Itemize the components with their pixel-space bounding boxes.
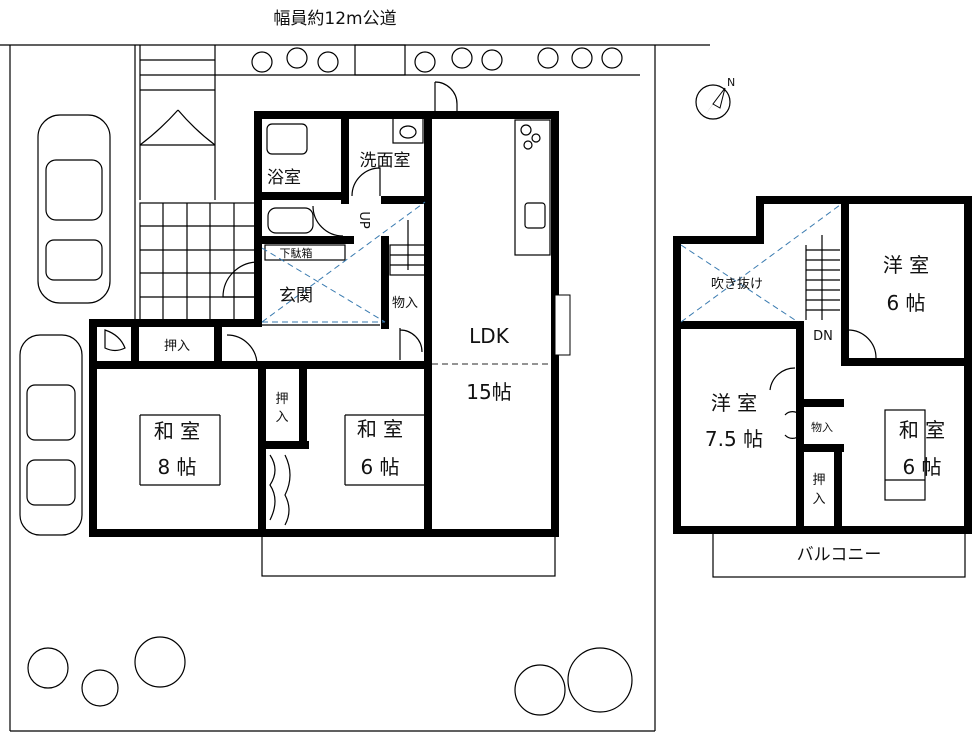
second-floor-fixtures	[712, 235, 966, 578]
first-floor-void-lines	[261, 201, 426, 323]
japanese-room-6-size: 6 帖	[360, 455, 399, 479]
lot-boundary	[0, 44, 710, 732]
storage-label: 物入	[392, 296, 418, 311]
entrance-label: 玄関	[279, 286, 313, 306]
closet-label: 入	[812, 492, 825, 507]
approach-stairs	[134, 45, 216, 320]
hedge-trees	[215, 44, 640, 76]
compass-north-label: N	[727, 76, 735, 89]
ldk-size-label: 15帖	[466, 380, 511, 404]
second-floor-walls	[673, 196, 972, 534]
closet-label: 入	[275, 410, 288, 425]
japanese-room-6-label: 和 室	[357, 417, 403, 441]
entrance-tiles	[139, 202, 259, 321]
western-room-6-size: 6 帖	[886, 291, 925, 315]
japanese-room-6-2f-label: 和 室	[899, 418, 945, 442]
western-room-75-size: 7.5 帖	[705, 427, 763, 451]
void-label: 吹き抜け	[711, 276, 763, 292]
washroom-label: 洗面室	[360, 151, 411, 171]
japanese-room-6-2f-size: 6 帖	[902, 455, 941, 479]
japanese-room-8-size: 8 帖	[157, 455, 196, 479]
down-label: DN	[813, 329, 833, 344]
ldk-label: LDK	[469, 324, 510, 348]
western-room-6-label: 洋 室	[883, 253, 929, 277]
up-label: UP	[356, 211, 371, 229]
storage-label: 物入	[811, 420, 833, 434]
balcony-label: バルコニー	[797, 545, 882, 565]
car-icon	[19, 334, 83, 536]
bath-label: 浴室	[267, 168, 301, 188]
closet-label: 押	[812, 473, 825, 488]
closet-label: 押	[275, 392, 288, 407]
garden-trees	[27, 636, 633, 716]
first-floor-fixtures	[104, 81, 556, 577]
north-compass-icon: N	[695, 76, 735, 120]
closet-label: 押入	[164, 339, 190, 354]
road-label: 幅員約12m公道	[273, 9, 396, 29]
western-room-75-label: 洋 室	[711, 391, 757, 415]
japanese-room-8-label: 和 室	[154, 419, 200, 443]
shoe-box-label: 下駄箱	[280, 246, 313, 260]
car-icon	[37, 114, 111, 304]
second-floor-void-lines	[680, 204, 841, 323]
